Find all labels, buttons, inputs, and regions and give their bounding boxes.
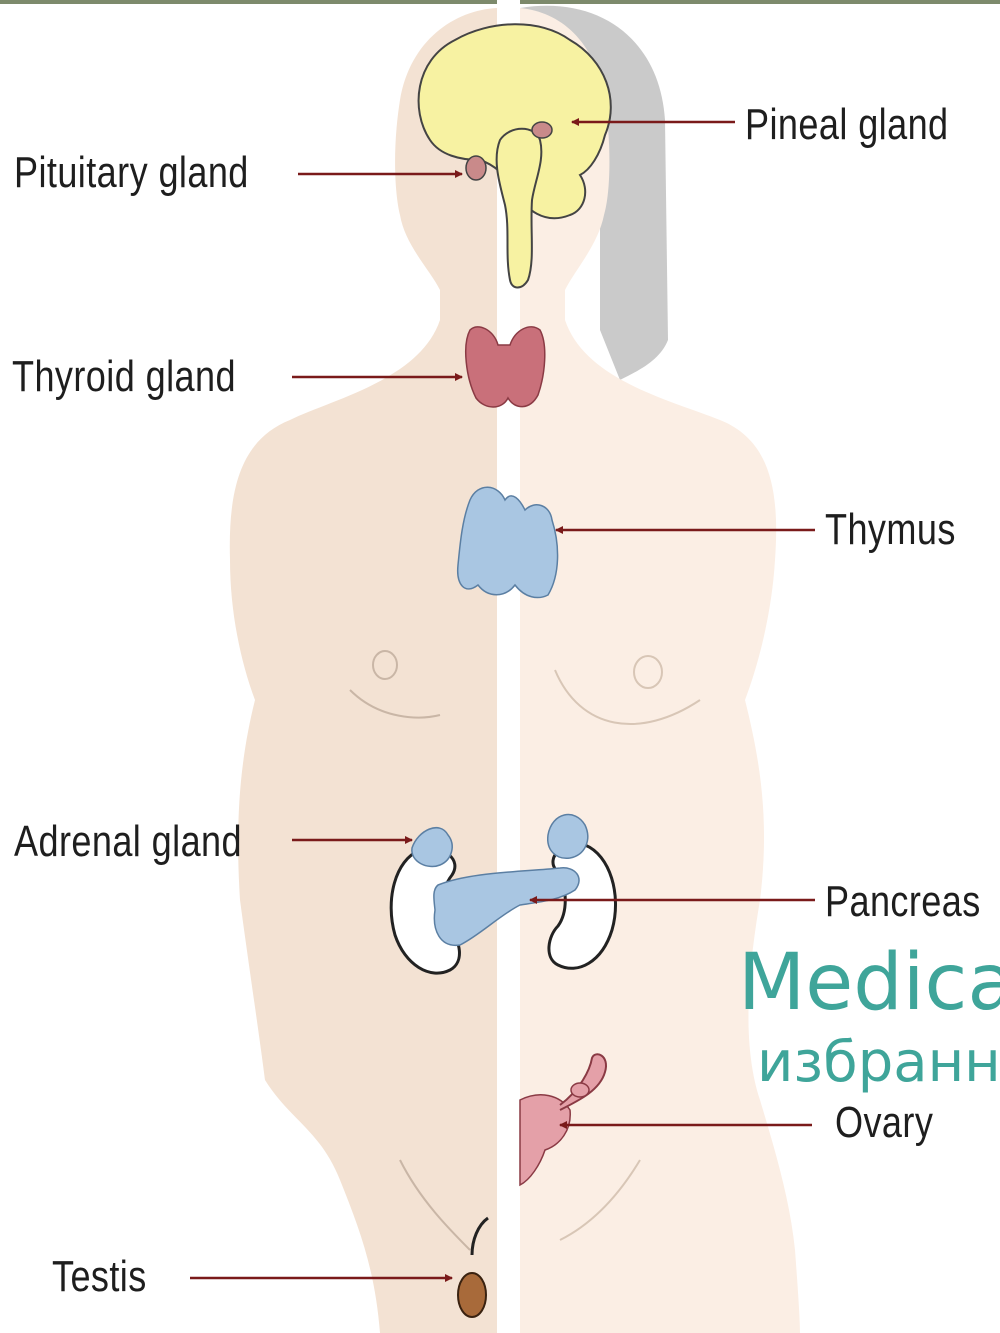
label-pituitary-gland: Pituitary gland xyxy=(14,148,249,198)
pituitary-gland xyxy=(466,156,486,180)
label-pancreas: Pancreas xyxy=(825,877,981,927)
label-pineal-gland: Pineal gland xyxy=(745,100,949,150)
adrenal-gland-right xyxy=(548,815,588,859)
watermark-line-1: Medica xyxy=(738,938,1000,1028)
watermark-line-2: избранн xyxy=(757,1030,1000,1095)
label-ovary: Ovary xyxy=(835,1098,933,1148)
label-thyroid-gland: Thyroid gland xyxy=(12,352,236,402)
ovary xyxy=(571,1083,589,1097)
testis xyxy=(458,1273,486,1317)
label-testis: Testis xyxy=(52,1252,147,1302)
label-thymus: Thymus xyxy=(825,505,956,555)
body-left xyxy=(230,8,497,1333)
label-adrenal-gland: Adrenal gland xyxy=(14,817,242,867)
pineal-gland xyxy=(532,122,552,138)
